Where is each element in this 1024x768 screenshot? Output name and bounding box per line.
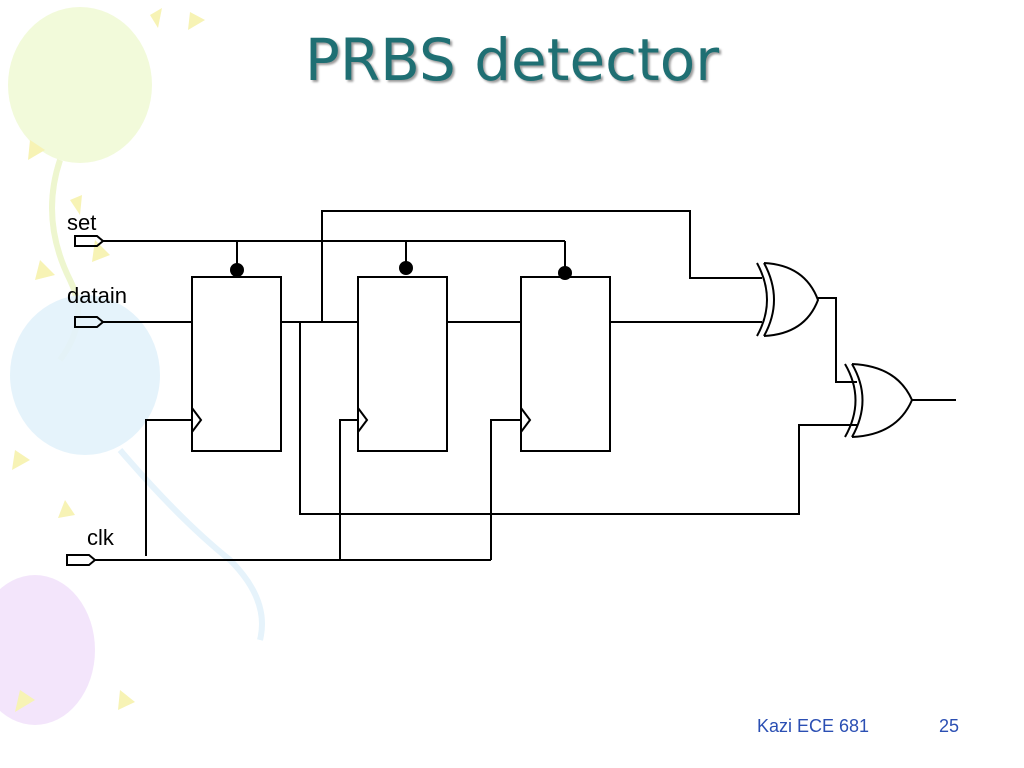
flip-flop-3	[520, 276, 611, 452]
ff1-set-pin	[230, 263, 244, 277]
xor-gate-1	[756, 262, 820, 337]
ff2-set-pin	[399, 261, 413, 275]
balloon-purple-icon	[0, 575, 95, 725]
feedback-wire-2	[299, 322, 857, 515]
balloon-blue-icon	[10, 295, 265, 641]
clk-port-icon	[66, 554, 97, 566]
ff3-set-pin	[558, 266, 572, 280]
set-wire	[103, 240, 566, 273]
datain-port-icon	[74, 316, 105, 328]
flip-flop-1	[191, 276, 282, 452]
xor1-output-wire	[818, 297, 857, 383]
clk-label: clk	[87, 525, 115, 550]
ff1-clock-icon	[191, 407, 203, 433]
set-label: set	[67, 210, 96, 235]
page-number: 25	[939, 716, 960, 736]
ff2-clock-icon	[357, 407, 369, 433]
footer-text: Kazi ECE 681	[757, 716, 870, 736]
flip-flop-2	[357, 276, 448, 452]
feedback-wire-1	[321, 210, 762, 322]
slide-title: PRBS detector	[304, 26, 720, 94]
xor-gate-2	[844, 363, 914, 438]
datain-label: datain	[67, 283, 127, 308]
clk-wire	[95, 419, 521, 561]
confetti-icon	[12, 8, 205, 712]
ff3-clock-icon	[520, 407, 532, 433]
set-port-icon	[74, 235, 105, 247]
